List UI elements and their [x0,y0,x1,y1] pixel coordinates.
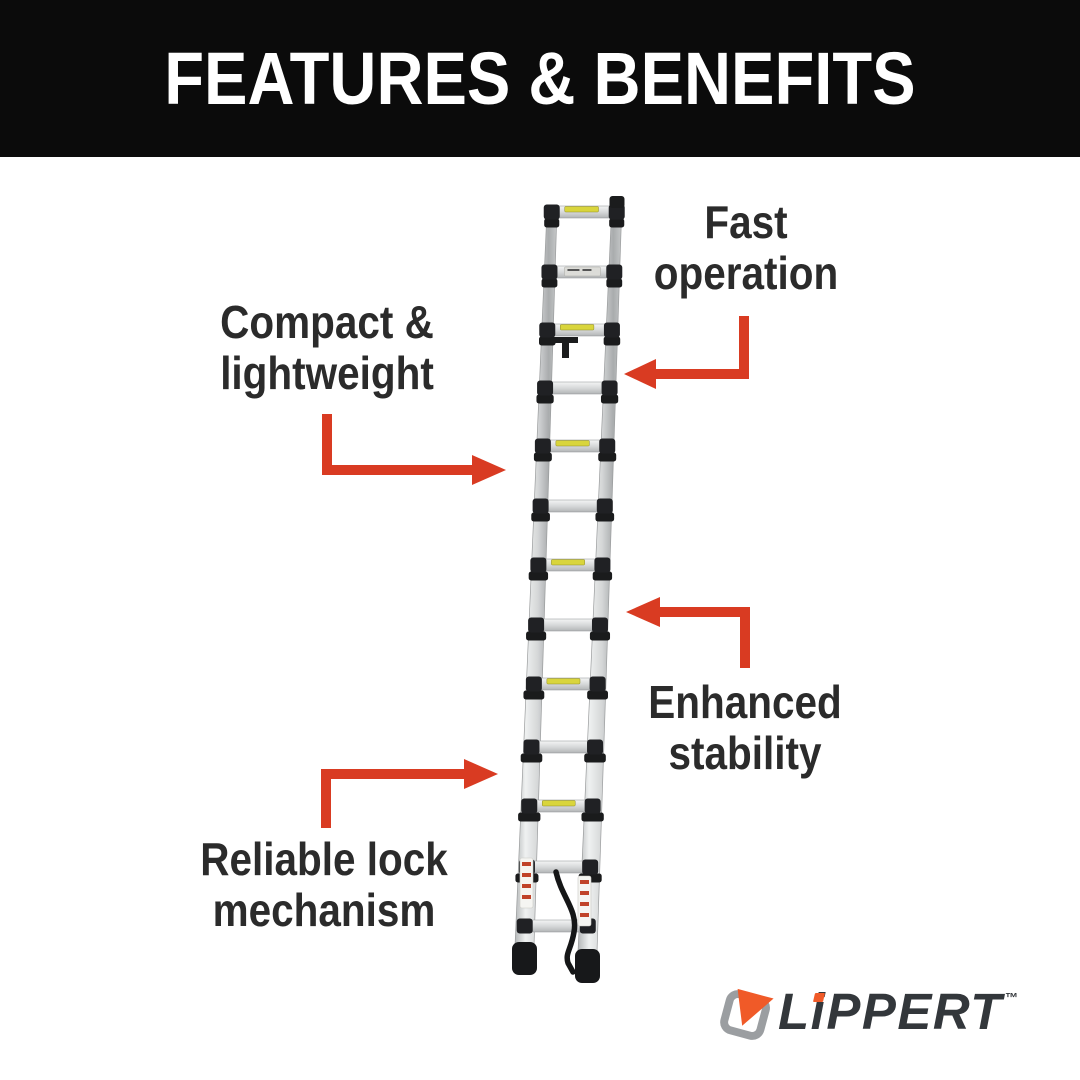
callout-enhanced-stability: Enhanced stability [587,677,904,779]
enhanced-stability-arrow-icon [626,597,750,668]
callout-compact-lightweight: Compact & lightweight [169,297,486,399]
compact-lightweight-arrow-icon [322,414,506,485]
callout-line: operation [653,247,839,299]
callout-line: Reliable lock [200,833,448,885]
lippert-logo-mark-icon [720,988,774,1040]
callout-reliable-lock: Reliable lock mechanism [166,834,483,936]
wordmark-rest: PPERT [826,983,1003,1040]
callout-line: stability [668,727,822,779]
callout-line: Enhanced [648,676,842,728]
header-bar: FEATURES & BENEFITS [0,0,1080,157]
trademark-symbol: ™ [1004,990,1018,1005]
callout-line: lightweight [220,347,434,399]
reliable-lock-arrow-icon [321,759,498,828]
page-title: FEATURES & BENEFITS [164,37,916,120]
fast-operation-arrow-icon [624,316,749,389]
wordmark-i: i [810,983,827,1040]
callout-line: Fast [704,196,788,248]
callout-line: mechanism [212,884,436,936]
callout-fast-operation: Fast operation [588,197,905,299]
wordmark-l: L [778,983,811,1040]
callout-line: Compact & [220,296,434,348]
telescoping-ladder-illustration [512,196,625,983]
